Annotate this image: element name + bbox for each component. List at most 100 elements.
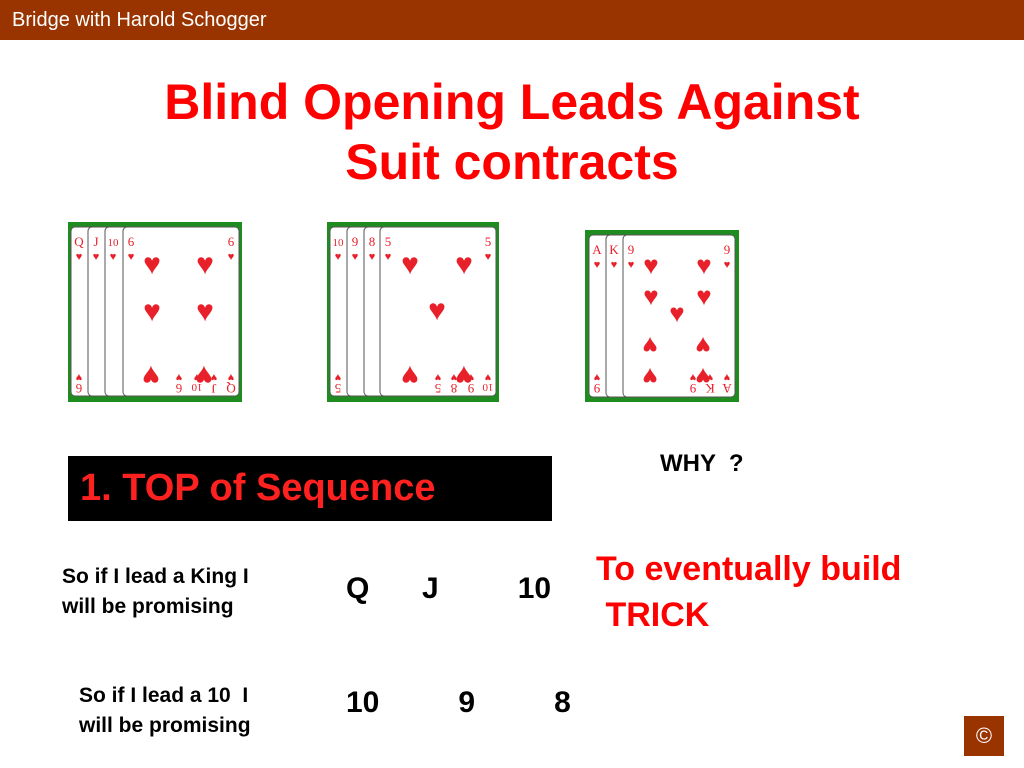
card-rank-9: 9 bbox=[628, 242, 635, 257]
slide-title: Blind Opening Leads Against Suit contrac… bbox=[0, 72, 1024, 192]
svg-text:♥: ♥ bbox=[352, 251, 359, 263]
svg-text:♥: ♥ bbox=[76, 251, 83, 263]
heart-icon: ♥ bbox=[642, 362, 657, 392]
reason-line-1: To eventually build bbox=[596, 550, 902, 588]
example-sequence-qj10: Q J 10 bbox=[346, 572, 552, 605]
heart-icon: ♥ bbox=[695, 362, 710, 392]
section-heading-box: 1. TOP of Sequence bbox=[68, 456, 552, 521]
svg-text:♥: ♥ bbox=[451, 371, 458, 383]
example-note-ten: So if I lead a 10 I will be promising bbox=[79, 681, 251, 741]
card-rank-10: 10 bbox=[108, 237, 120, 249]
svg-text:5: 5 bbox=[435, 381, 442, 396]
svg-text:♥: ♥ bbox=[724, 371, 731, 383]
svg-text:♥: ♥ bbox=[468, 371, 475, 383]
heart-icon: ♥ bbox=[695, 331, 710, 361]
heart-icon: ♥ bbox=[455, 359, 473, 392]
heart-icon: ♥ bbox=[401, 248, 419, 281]
svg-text:♥: ♥ bbox=[724, 259, 731, 271]
example-sequence-1098: 10 9 8 bbox=[346, 686, 571, 719]
hand-image-qj106: Q ♥ J ♥ 10 ♥ 6 ♥ 6 ♥ ♥ ♥ ♥ ♥ ♥ ♥ Q J 10 … bbox=[70, 226, 240, 397]
card-rank-8: 8 bbox=[369, 234, 376, 249]
svg-text:♥: ♥ bbox=[76, 371, 83, 383]
svg-text:A: A bbox=[722, 381, 732, 396]
svg-text:♥: ♥ bbox=[707, 371, 714, 383]
svg-text:Q: Q bbox=[226, 381, 236, 396]
title-line-2: Suit contracts bbox=[345, 134, 679, 190]
heart-icon: ♥ bbox=[643, 281, 658, 311]
reason-line-2: TRICK bbox=[596, 596, 710, 634]
example-note-king-line-2: will be promising bbox=[62, 595, 234, 618]
card-rank-j: J bbox=[93, 234, 98, 249]
heart-icon: ♥ bbox=[142, 359, 160, 392]
heart-icon: ♥ bbox=[195, 359, 213, 392]
card-rank-6: 6 bbox=[128, 234, 135, 249]
card-rank-k: K bbox=[609, 242, 619, 257]
svg-text:10: 10 bbox=[191, 381, 203, 393]
why-question: WHY ? bbox=[660, 450, 744, 477]
svg-text:♥: ♥ bbox=[228, 371, 235, 383]
svg-text:5: 5 bbox=[485, 234, 492, 249]
svg-text:♥: ♥ bbox=[335, 251, 342, 263]
svg-text:♥: ♥ bbox=[485, 251, 492, 263]
heart-icon: ♥ bbox=[643, 250, 658, 280]
svg-text:9: 9 bbox=[594, 381, 601, 396]
svg-text:♥: ♥ bbox=[611, 259, 618, 271]
hand-image-10985: 10 ♥ 9 ♥ 8 ♥ 5 ♥ 5 ♥ ♥ ♥ ♥ ♥ ♥ 10 9 8 5 … bbox=[329, 226, 497, 397]
heart-icon: ♥ bbox=[669, 298, 684, 328]
svg-text:♥: ♥ bbox=[228, 251, 235, 263]
svg-text:5: 5 bbox=[335, 381, 342, 396]
svg-text:♥: ♥ bbox=[335, 371, 342, 383]
svg-text:♥: ♥ bbox=[194, 371, 201, 383]
svg-text:♥: ♥ bbox=[369, 251, 376, 263]
example-note-king-line-1: So if I lead a King I bbox=[62, 565, 249, 588]
svg-text:6: 6 bbox=[228, 234, 235, 249]
svg-text:9: 9 bbox=[468, 381, 475, 396]
heart-icon: ♥ bbox=[696, 250, 711, 280]
heart-icon: ♥ bbox=[196, 248, 214, 281]
svg-text:10: 10 bbox=[482, 381, 494, 393]
heart-icon: ♥ bbox=[143, 248, 161, 281]
svg-text:♥: ♥ bbox=[211, 371, 218, 383]
svg-text:♥: ♥ bbox=[110, 251, 117, 263]
svg-text:6: 6 bbox=[75, 381, 82, 396]
example-note-king: So if I lead a King I will be promising bbox=[62, 562, 249, 622]
reason-text: To eventually build TRICK bbox=[596, 546, 901, 638]
example-note-ten-line-1: So if I lead a 10 I bbox=[79, 684, 249, 707]
heart-icon: ♥ bbox=[428, 294, 446, 327]
svg-text:J: J bbox=[211, 381, 216, 396]
card-rank-9: 9 bbox=[352, 234, 359, 249]
svg-text:♥: ♥ bbox=[690, 371, 697, 383]
card-rank-10: 10 bbox=[333, 237, 345, 249]
svg-text:♥: ♥ bbox=[176, 371, 183, 383]
svg-text:♥: ♥ bbox=[485, 371, 492, 383]
card-group-qj106: Q ♥ J ♥ 10 ♥ 6 ♥ 6 ♥ ♥ ♥ ♥ ♥ ♥ ♥ Q J 10 … bbox=[68, 222, 242, 402]
heart-icon: ♥ bbox=[642, 331, 657, 361]
copyright-badge[interactable]: © bbox=[964, 716, 1004, 756]
card-group-10985: 10 ♥ 9 ♥ 8 ♥ 5 ♥ 5 ♥ ♥ ♥ ♥ ♥ ♥ 10 9 8 5 … bbox=[327, 222, 499, 402]
heart-icon: ♥ bbox=[143, 295, 161, 328]
heart-icon: ♥ bbox=[401, 359, 419, 392]
svg-text:♥: ♥ bbox=[594, 371, 601, 383]
svg-text:9: 9 bbox=[724, 242, 731, 257]
section-heading: 1. TOP of Sequence bbox=[80, 467, 436, 509]
hand-image-ak9: A ♥ K ♥ 9 ♥ 9 ♥ ♥ ♥ ♥ ♥ ♥ ♥ ♥ ♥ ♥ A K 9 … bbox=[588, 234, 736, 398]
svg-text:8: 8 bbox=[451, 381, 458, 396]
svg-text:K: K bbox=[705, 381, 715, 396]
svg-text:♥: ♥ bbox=[594, 259, 601, 271]
example-note-ten-line-2: will be promising bbox=[79, 714, 251, 737]
svg-text:♥: ♥ bbox=[385, 251, 392, 263]
heart-icon: ♥ bbox=[696, 281, 711, 311]
copyright-icon: © bbox=[975, 723, 993, 748]
svg-text:♥: ♥ bbox=[93, 251, 100, 263]
card-group-ak9: A ♥ K ♥ 9 ♥ 9 ♥ ♥ ♥ ♥ ♥ ♥ ♥ ♥ ♥ ♥ A K 9 … bbox=[585, 230, 739, 402]
card-rank-5: 5 bbox=[385, 234, 392, 249]
card-rank-a: A bbox=[592, 242, 602, 257]
heart-icon: ♥ bbox=[455, 248, 473, 281]
svg-text:♥: ♥ bbox=[128, 251, 135, 263]
title-line-1: Blind Opening Leads Against bbox=[164, 74, 860, 130]
heart-icon: ♥ bbox=[196, 295, 214, 328]
svg-text:6: 6 bbox=[175, 381, 182, 396]
card-rank-q: Q bbox=[74, 234, 84, 249]
header-text: Bridge with Harold Schogger bbox=[12, 9, 267, 31]
svg-text:♥: ♥ bbox=[628, 259, 635, 271]
